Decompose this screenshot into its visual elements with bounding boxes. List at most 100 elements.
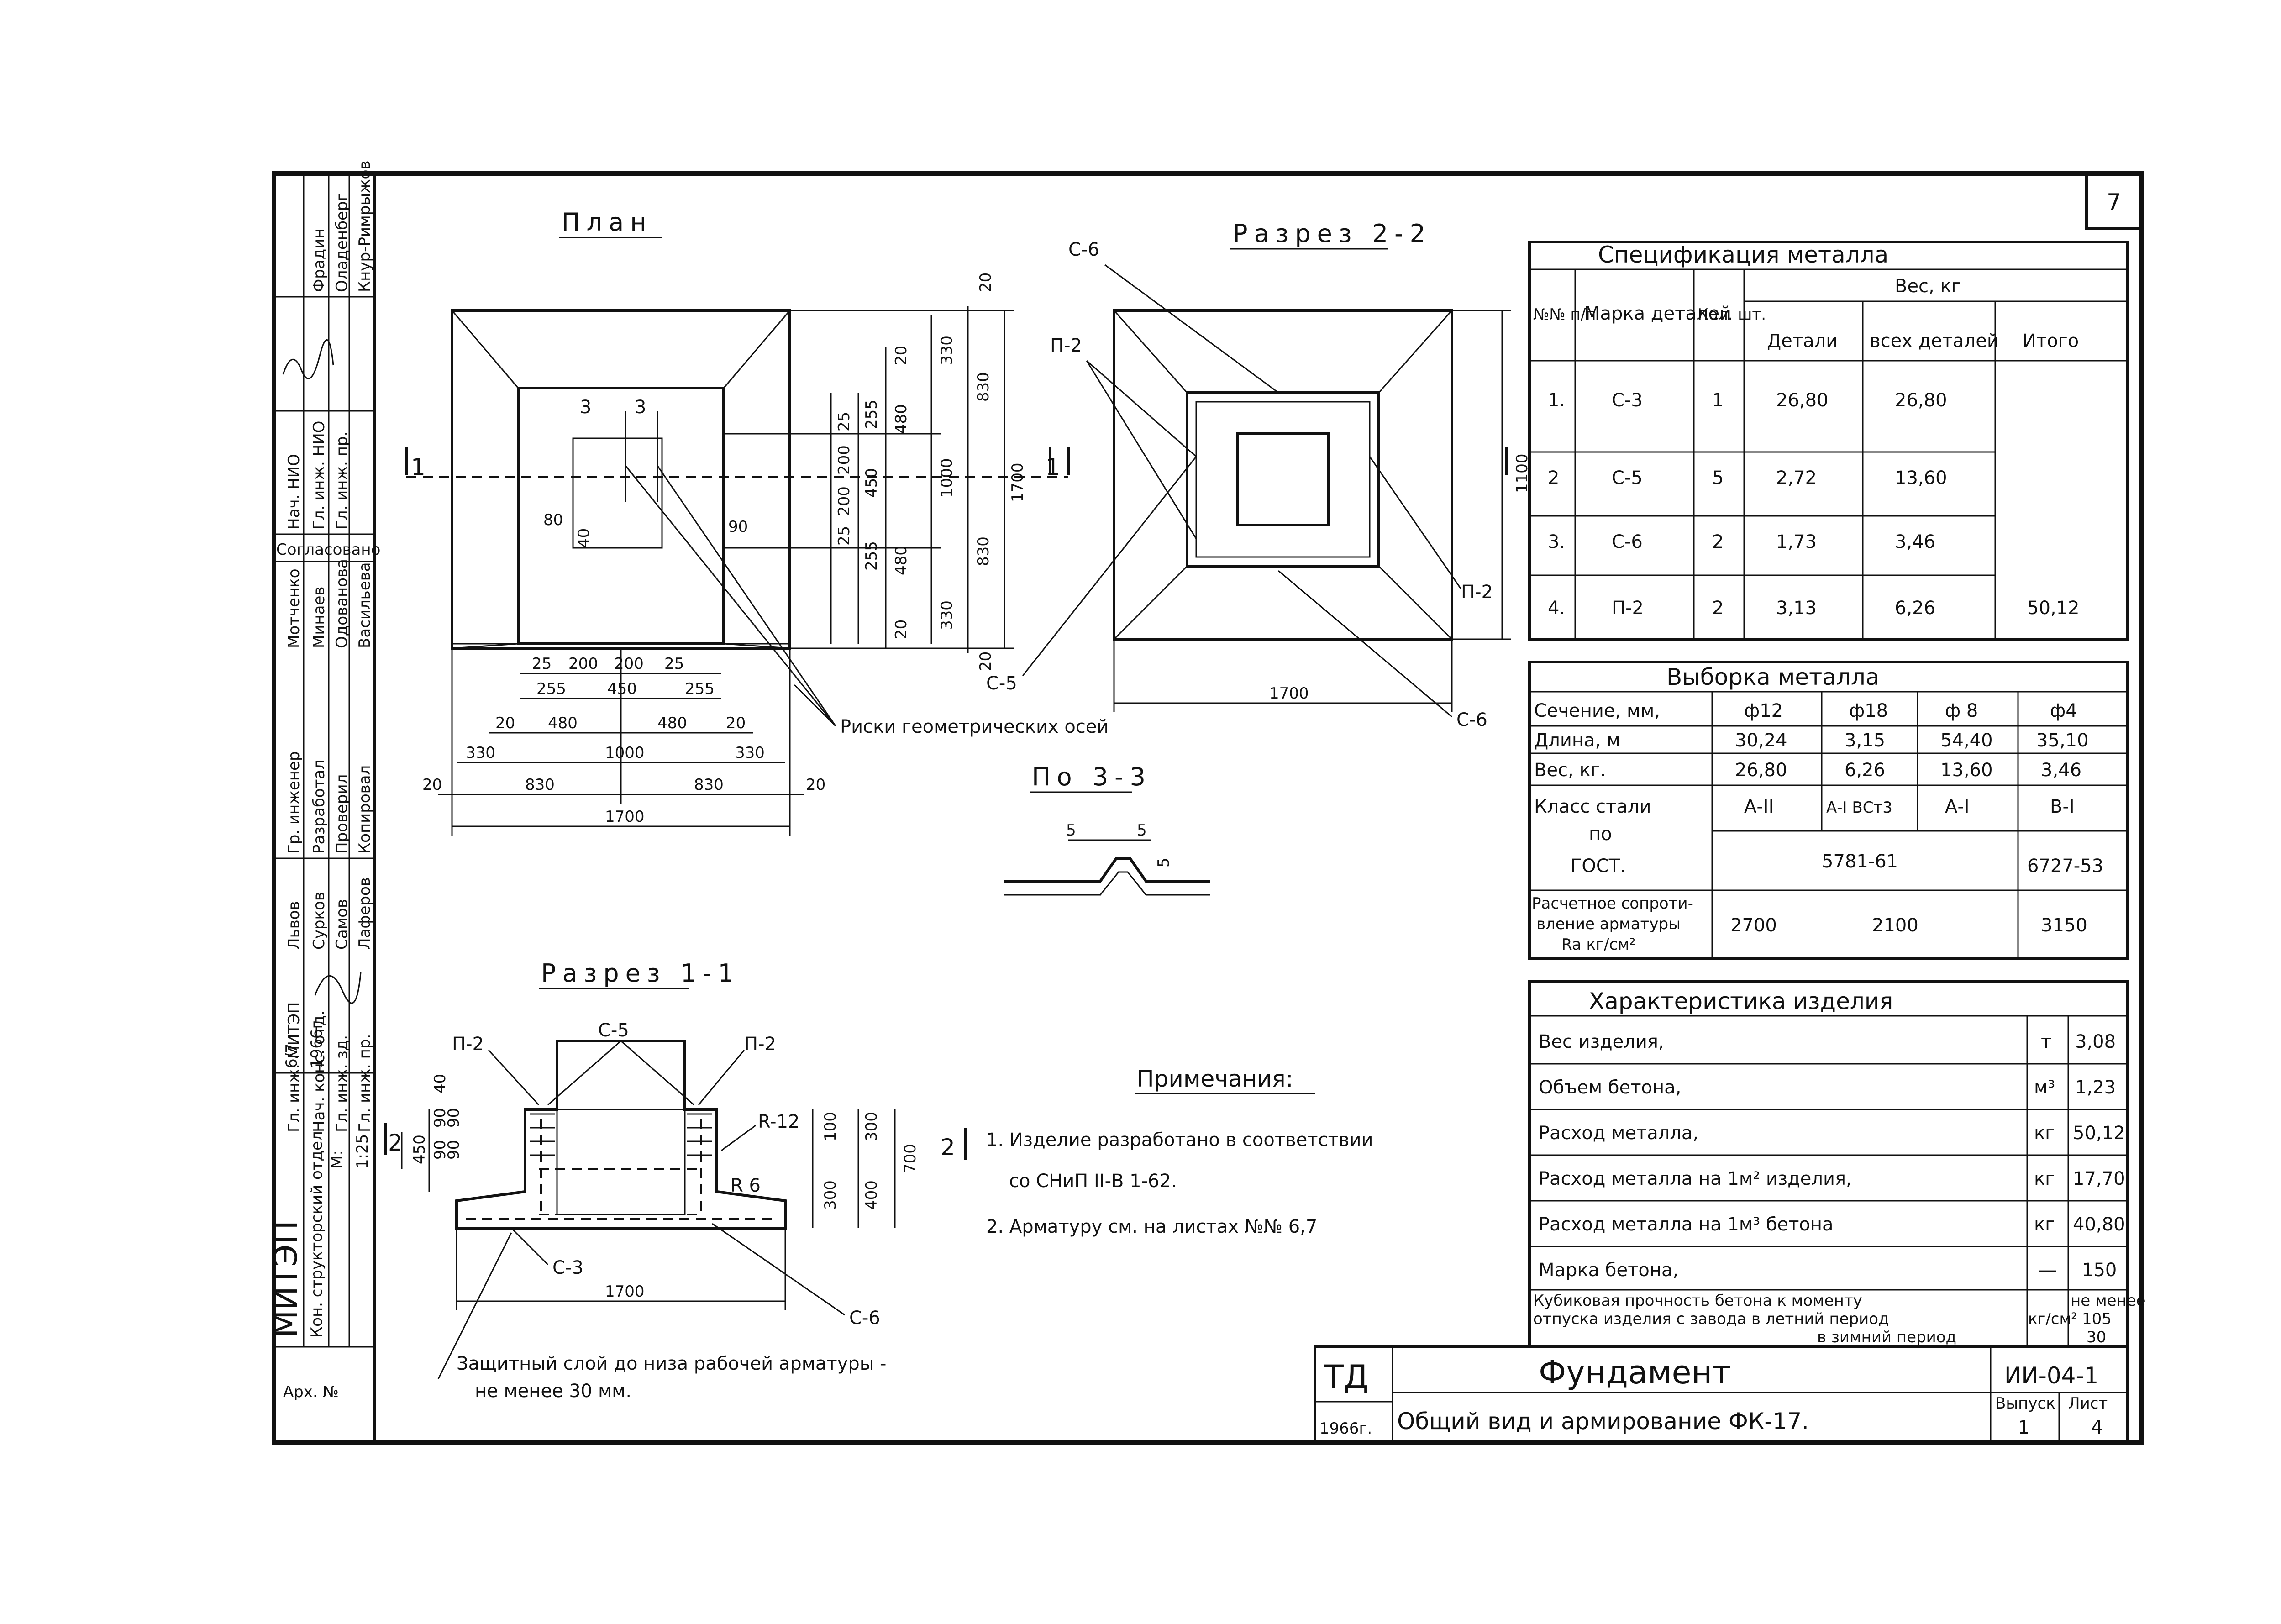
role-gl-pr2: Гл. инж. пр. — [356, 1034, 374, 1132]
spec-r2-no: 3. — [1548, 531, 1565, 552]
hole-80: 80 — [543, 511, 563, 529]
role-surk: Сурков — [310, 892, 328, 950]
spec-h-all: всех деталей — [1870, 331, 1999, 352]
dim-b5-0: 20 — [422, 776, 442, 794]
char-r0-name: Вес изделия, — [1539, 1031, 1664, 1052]
spec-h-weight: Вес, кг — [1895, 276, 1961, 297]
dim-b1-2: 200 — [614, 655, 644, 673]
sel-c0-len: 30,24 — [1735, 730, 1787, 751]
s22-p2-right: П-2 — [1461, 582, 1493, 603]
s11-ld-5: 450 — [410, 1135, 429, 1164]
sel-h-cls-2: по — [1589, 824, 1612, 845]
spec-r3-all: 6,26 — [1895, 598, 1935, 619]
role-agreed: Согласовано — [276, 541, 380, 559]
char-last-val1: не менее — [2071, 1292, 2146, 1310]
role-knur: Кнур-Римрыжов — [356, 161, 374, 293]
cut3-right: 3 — [635, 397, 646, 418]
sel-h-cls-3: ГОСТ. — [1571, 856, 1626, 877]
characteristics-table: Характеристика изделия Вес изделия, т 3,… — [1528, 980, 2146, 1348]
sheet-label: Лист — [2068, 1394, 2108, 1413]
s11-ld-3: 90 — [431, 1140, 449, 1160]
spec-h-qty: Кол. шт. — [1698, 305, 1766, 324]
char-r0-unit: т — [2041, 1031, 2051, 1052]
char-r2-val: 50,12 — [2073, 1123, 2125, 1144]
dim-r4-2: 330 — [938, 600, 956, 630]
s33-dim-a: 5 — [1066, 821, 1076, 840]
album-code: ТД — [1324, 1358, 1368, 1396]
s11-ld-0: 40 — [431, 1074, 449, 1093]
spec-r1-all: 13,60 — [1895, 468, 1947, 489]
s11-note2: не менее 30 мм. — [475, 1381, 631, 1402]
dim-b5-1: 830 — [525, 776, 555, 794]
sel-title: Выборка металла — [1666, 664, 1879, 690]
spec-r2-all: 3,46 — [1895, 531, 1935, 552]
char-r3-unit: кг — [2034, 1168, 2055, 1189]
axis-note: Риски геометрических осей — [840, 716, 1109, 737]
dim-b4-0: 330 — [466, 744, 495, 762]
sel-h-sec: Сечение, мм, — [1534, 700, 1660, 721]
role-olad: Оладенберг — [333, 193, 351, 292]
char-title: Характеристика изделия — [1589, 988, 1893, 1014]
org-sub: Кон. структорский отдел — [308, 1131, 326, 1338]
sel-c1-sec: ф18 — [1849, 700, 1888, 721]
issue-label: Выпуск — [1995, 1394, 2055, 1413]
scale-label: М: — [328, 1150, 347, 1169]
s22-c6-bottom: С-6 — [1456, 710, 1487, 731]
dim-r2-1: 450 — [862, 468, 881, 498]
s11-ld-2: 90 — [445, 1108, 463, 1128]
s11-rd-3: 300 — [821, 1180, 840, 1210]
role-razr: Разработал — [310, 760, 328, 854]
role-prov: Проверил — [333, 774, 351, 854]
spec-total: 50,12 — [2027, 598, 2080, 619]
sel-h-res-3: Ra кг/см² — [1561, 936, 1635, 954]
s33-profile — [1004, 857, 1210, 883]
section-2-2: Разрез 2-2 1100 1700 С-6 П-2 П-2 С-5 С-6 — [986, 219, 1531, 731]
sheet-number: 7 — [2107, 189, 2121, 215]
char-r0-val: 3,08 — [2075, 1031, 2116, 1052]
spec-r3-qty: 2 — [1712, 598, 1724, 619]
arch-number: Арх. № — [283, 1383, 339, 1401]
note-1: 1. Изделие разработано в соответствии — [986, 1130, 1373, 1151]
char-r1-unit: м³ — [2034, 1077, 2055, 1098]
spec-r2-qty: 2 — [1712, 531, 1724, 552]
notes: Примечания: 1. Изделие разработано в соо… — [986, 1066, 1373, 1237]
s11-width: 1700 — [605, 1282, 645, 1301]
char-last-val2: 105 — [2082, 1310, 2112, 1328]
sel-c3-cls: В-I — [2050, 796, 2075, 817]
s11-p2-right: П-2 — [744, 1034, 776, 1055]
role-motch: Мотченко — [285, 568, 303, 648]
s11-rd-2: 700 — [901, 1144, 920, 1173]
char-r4-name: Расход металла на 1м³ бетона — [1539, 1214, 1834, 1235]
sel-c3-len: 35,10 — [2036, 730, 2089, 751]
sel-c1-cls: А-I ВСт3 — [1826, 799, 1892, 817]
char-r3-name: Расход металла на 1м² изделия, — [1539, 1168, 1852, 1189]
sel-c3-sec: ф4 — [2050, 700, 2077, 721]
sheet-no: 4 — [2091, 1417, 2102, 1438]
sel-h-len: Длина, м — [1534, 730, 1620, 751]
s11-cut2-right: 2 — [941, 1134, 955, 1161]
org-name: МИТЭП — [267, 1220, 305, 1338]
spec-r3-det: 3,13 — [1776, 598, 1817, 619]
char-r1-name: Объем бетона, — [1539, 1077, 1681, 1098]
section22-title: Разрез 2-2 — [1233, 219, 1432, 248]
note-2: 2. Арматуру см. на листах №№ 6,7 — [986, 1216, 1317, 1237]
drawing-subtitle: Общий вид и армирование ФК-17. — [1397, 1408, 1809, 1435]
char-r5-unit: — — [2039, 1260, 2057, 1281]
role-samov: Самов — [333, 899, 351, 950]
dim-r2-0: 255 — [862, 399, 881, 429]
plan-view: План 3 3 80 90 40 1 1 — [405, 208, 1109, 836]
spec-r1-qty: 5 — [1712, 468, 1724, 489]
s11-outline — [455, 1040, 787, 1230]
s11-rd-0: 100 — [821, 1112, 840, 1141]
s11-c6: С-6 — [849, 1308, 880, 1329]
char-r5-val: 150 — [2082, 1260, 2117, 1281]
plan-bottom-dims: 25 200 200 25 255 450 255 20 480 480 20 … — [422, 648, 825, 836]
role-gr-ing: Гр. инженер — [285, 751, 303, 854]
left-title-strip: МИТЭП Кон. структорский отдел 6/7 1966г.… — [267, 161, 380, 1402]
s11-socket — [556, 1109, 686, 1215]
dim-r1-2: 200 — [835, 486, 853, 516]
cut1-right: 1 — [1046, 454, 1060, 480]
signature — [282, 339, 334, 379]
dim-b1-1: 200 — [568, 655, 598, 673]
